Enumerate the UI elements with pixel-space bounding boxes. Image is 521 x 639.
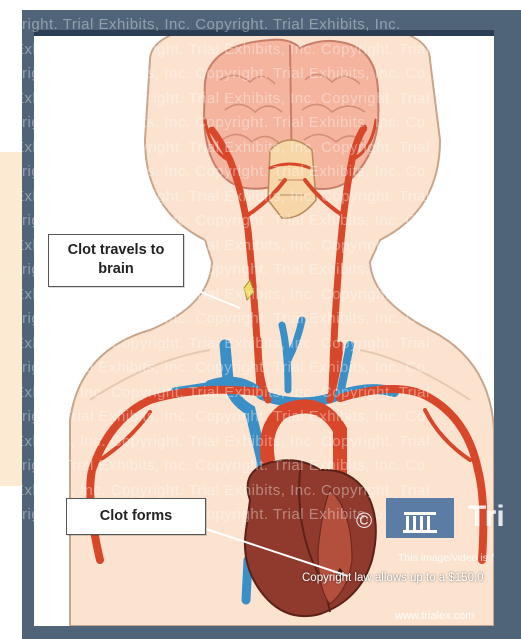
callout-clot-travels: Clot travels to brain — [48, 234, 184, 287]
callout-clot-travels-line2: brain — [49, 260, 183, 279]
callout-clot-travels-line1: Clot travels to — [49, 241, 183, 260]
copyright-notice: Copyright law allows up to a $150,0 — [302, 572, 484, 584]
brand-logo — [386, 498, 454, 538]
brand-name: Tri — [468, 500, 505, 534]
callout-clot-forms: Clot forms — [66, 498, 206, 535]
copyright-symbol: © — [356, 508, 372, 534]
callout-clot-forms-label: Clot forms — [100, 508, 173, 524]
courthouse-icon — [386, 498, 454, 538]
disclaimer-text: This image/video is f — [398, 552, 494, 564]
website-url: www.trialex.com — [395, 610, 474, 622]
